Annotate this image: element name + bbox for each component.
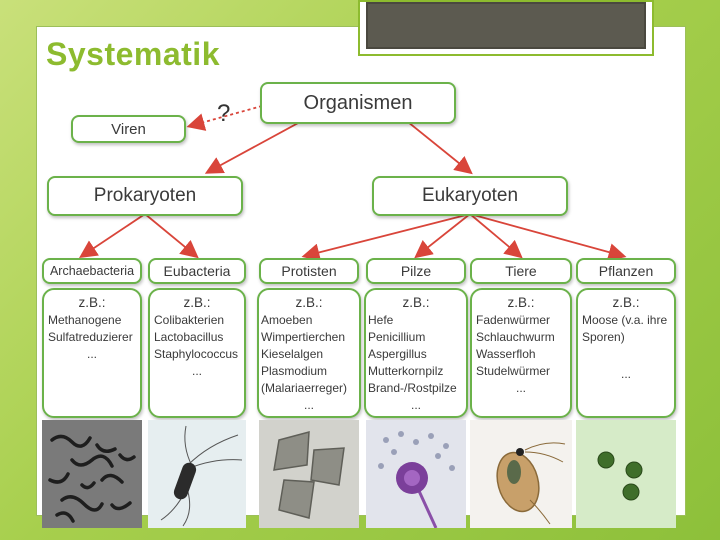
arrow-root-eukaryoten xyxy=(407,121,473,175)
arrow-euk-tiere xyxy=(469,213,523,259)
water-flea-photo xyxy=(470,420,572,528)
bacterium-micrograph xyxy=(148,420,246,528)
group-pflanzen: Pflanzen xyxy=(576,258,676,284)
example-item: Kieselalgen xyxy=(261,347,324,361)
example-item: Hefe xyxy=(368,313,394,327)
viren-box: Viren xyxy=(71,115,186,143)
ellipsis: ... xyxy=(86,347,97,361)
examples-pflanzen: z.B.: Moose (v.a. ihre Sporen) ... xyxy=(576,288,676,418)
eukaryoten-box: Eukaryoten xyxy=(372,176,568,216)
example-item: Moose (v.a. ihre xyxy=(582,313,668,327)
arrow-pro-eubac xyxy=(144,213,199,259)
example-item: Fadenwürmer xyxy=(476,313,551,327)
example-item: Studelwürmer xyxy=(476,364,551,378)
examples-archaebacteria: z.B.: Methanogene Sulfatreduzierer ... xyxy=(42,288,142,418)
example-item: Staphylococcus xyxy=(154,347,239,361)
ellipsis: ... xyxy=(303,398,314,412)
arrow-euk-pilze xyxy=(414,213,471,259)
example-item: Amoeben xyxy=(261,313,313,327)
example-item: Plasmodium xyxy=(261,364,328,378)
ellipsis: ... xyxy=(515,381,526,395)
picture-frame-fill xyxy=(366,2,646,49)
group-pilze: Pilze xyxy=(366,258,466,284)
arrow-euk-protisten xyxy=(301,213,471,262)
archaea-micrograph xyxy=(42,420,142,528)
examples-protisten: z.B.: Amoeben Wimpertierchen Kieselalgen… xyxy=(257,288,361,418)
example-item: Sulfatreduzierer xyxy=(48,330,133,344)
examples-tiere: z.B.: Fadenwürmer Schlauchwurm Wasserflo… xyxy=(470,288,572,418)
arrow-pro-archae xyxy=(79,213,146,258)
title-picture-frame xyxy=(358,0,654,56)
question-mark: ? xyxy=(217,100,231,127)
organismen-box: Organismen xyxy=(260,82,456,124)
examples-eubacteria: z.B.: Colibakterien Lactobacillus Staphy… xyxy=(148,288,246,418)
examples-header: z.B.: xyxy=(78,295,106,310)
ellipsis: ... xyxy=(620,367,631,381)
example-item: Schlauchwurm xyxy=(476,330,555,344)
example-item: Mutterkornpilz xyxy=(368,364,444,378)
arrow-root-viren xyxy=(186,105,263,131)
example-item: Colibakterien xyxy=(154,313,225,327)
example-item: Wasserfloh xyxy=(476,347,536,361)
diatom-micrograph xyxy=(259,420,359,528)
example-item: Lactobacillus xyxy=(154,330,224,344)
examples-header: z.B.: xyxy=(507,295,535,310)
group-tiere: Tiere xyxy=(470,258,572,284)
prokaryoten-box: Prokaryoten xyxy=(47,176,243,216)
group-archaebacteria: Archaebacteria xyxy=(42,258,142,284)
examples-pilze: z.B.: Hefe Penicillium Aspergillus Mutte… xyxy=(364,288,468,418)
group-protisten: Protisten xyxy=(259,258,359,284)
moss-spores-photo xyxy=(576,420,676,528)
ellipsis: ... xyxy=(410,398,421,412)
examples-header: z.B.: xyxy=(295,295,323,310)
example-item: Sporen) xyxy=(582,330,625,344)
arrow-euk-pflanzen xyxy=(469,213,627,261)
example-item: (Malariaerreger) xyxy=(261,381,348,395)
examples-header: z.B.: xyxy=(612,295,640,310)
group-eubacteria: Eubacteria xyxy=(148,258,246,284)
example-item: Methanogene xyxy=(48,313,122,327)
example-item: Wimpertierchen xyxy=(261,330,346,344)
arrow-root-prokaryoten xyxy=(204,121,301,174)
slide-title: Systematik xyxy=(46,36,220,72)
ellipsis: ... xyxy=(191,364,202,378)
examples-header: z.B.: xyxy=(183,295,211,310)
examples-header: z.B.: xyxy=(402,295,430,310)
example-item: Penicillium xyxy=(368,330,426,344)
aspergillus-micrograph xyxy=(366,420,466,528)
example-item: Aspergillus xyxy=(368,347,427,361)
example-item: Brand-/Rostpilze xyxy=(368,381,457,395)
